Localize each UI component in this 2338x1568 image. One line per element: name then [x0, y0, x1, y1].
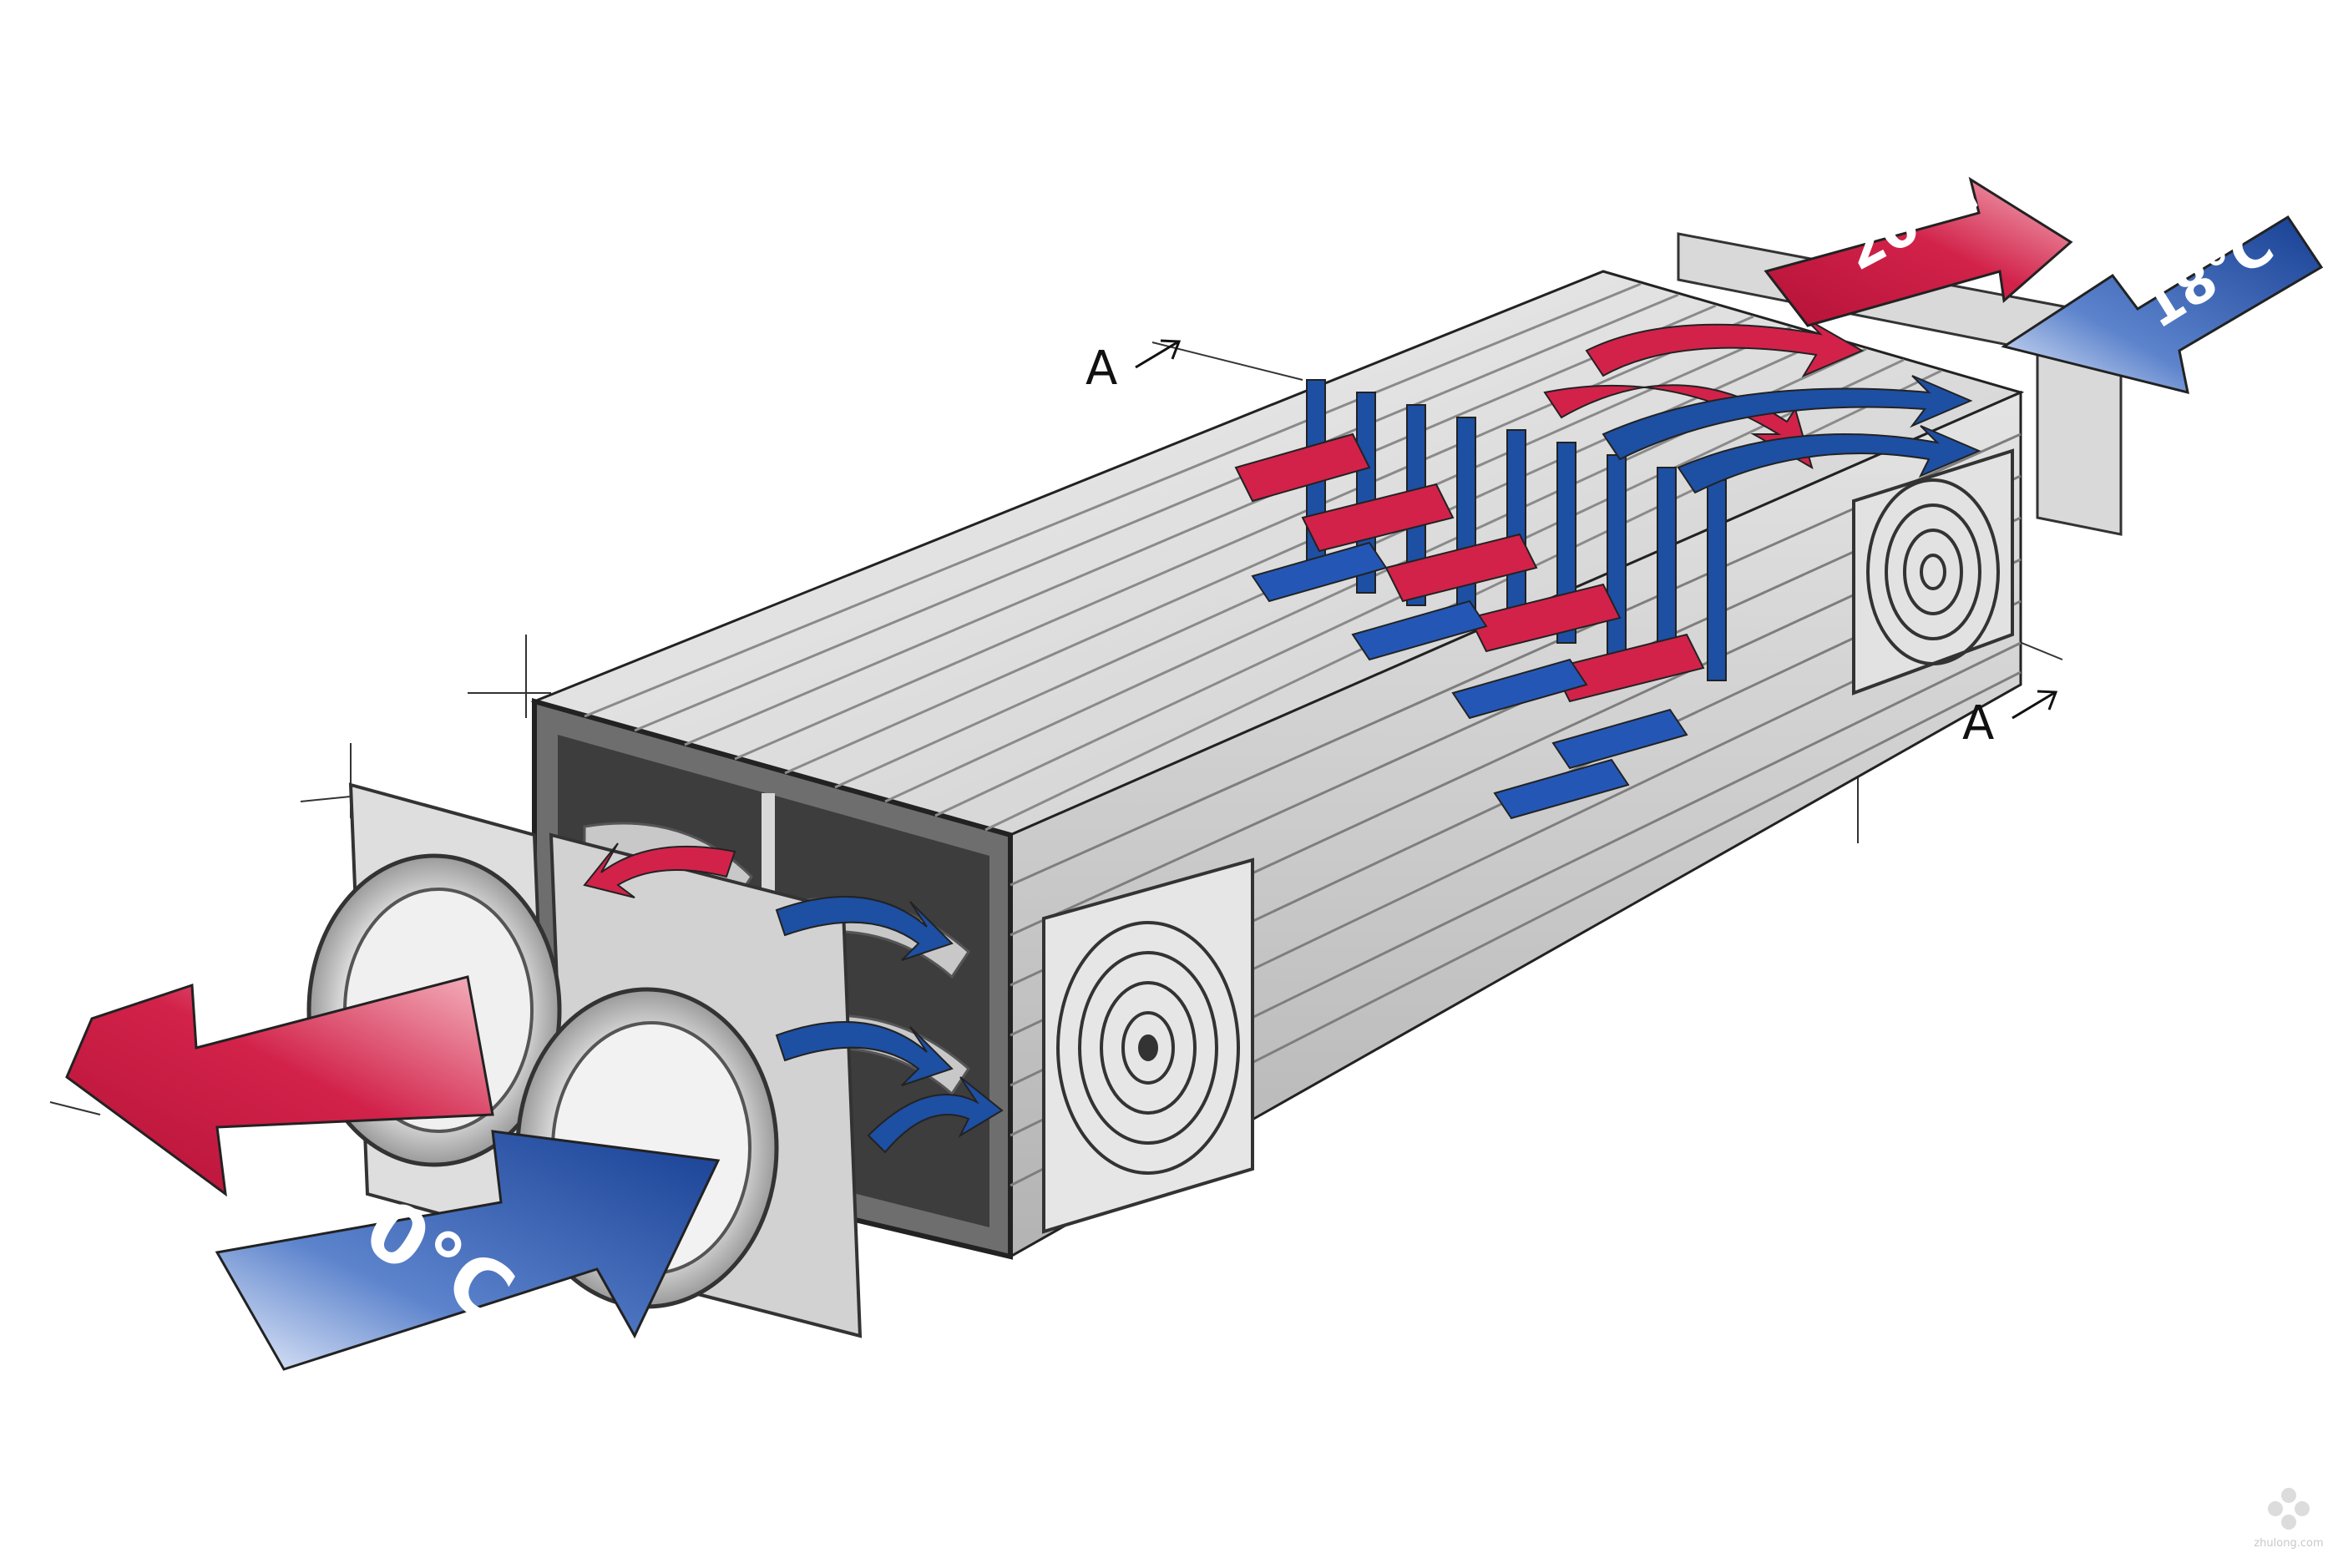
fresh-air-arrow-icon: [215, 1130, 721, 1371]
inner-flow-arrows: [583, 842, 1004, 1154]
fan-disc-icon: [1056, 921, 1240, 1175]
section-arrow-bottom-icon: [2012, 690, 2058, 720]
watermark: zhulong.com: [2251, 1484, 2326, 1559]
section-label-bottom: A: [1962, 696, 1994, 751]
watermark-text: zhulong.com: [2254, 1537, 2324, 1550]
section-label-top: A: [1086, 341, 1117, 396]
outlet-supply-arrow-icon: [2001, 215, 2324, 395]
watermark-flower-icon: [2268, 1488, 2310, 1530]
outlet-exhaust-arrow-icon: [1764, 176, 2073, 327]
rear-swirl-arrows: [1543, 316, 1981, 494]
crossflow-core: [1234, 379, 1727, 820]
section-arrow-top-icon: [1135, 339, 1182, 369]
fan-disc-icon: [1866, 478, 2000, 665]
exhaust-arrow-icon: [65, 975, 494, 1197]
